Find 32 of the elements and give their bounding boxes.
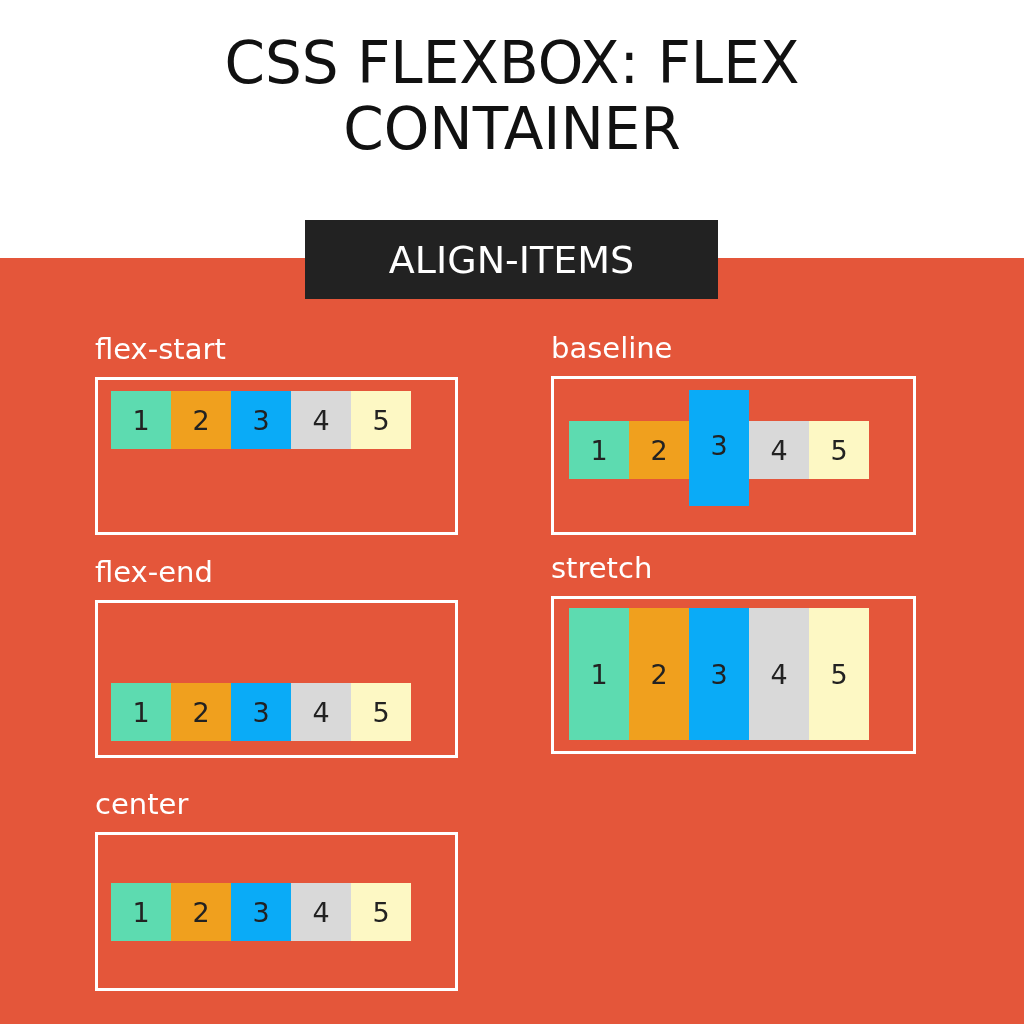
flex-item: 1 <box>111 883 171 941</box>
flex-item: 5 <box>351 683 411 741</box>
flex-item: 2 <box>171 391 231 449</box>
flex-item: 4 <box>291 391 351 449</box>
flex-item: 1 <box>569 421 629 479</box>
container-heading: center <box>95 786 189 822</box>
flex-item: 4 <box>749 608 809 740</box>
flex-item: 1 <box>111 683 171 741</box>
flex-item: 4 <box>291 683 351 741</box>
flex-item: 1 <box>111 391 171 449</box>
container-heading: stretch <box>551 550 653 586</box>
flex-item: 5 <box>351 391 411 449</box>
flex-item: 2 <box>629 421 689 479</box>
container-heading: flex-start <box>95 331 226 367</box>
flex-item: 2 <box>171 683 231 741</box>
flex-item: 2 <box>171 883 231 941</box>
flex-item: 3 <box>231 683 291 741</box>
flex-item: 3 <box>689 608 749 740</box>
flex-item: 5 <box>351 883 411 941</box>
heading-band: ALIGN-ITEMS <box>305 220 718 299</box>
flex-item: 3 <box>231 883 291 941</box>
flex-item: 1 <box>569 608 629 740</box>
container-heading: flex-end <box>95 554 213 590</box>
flex-item: 3 <box>689 390 749 506</box>
flex-item: 4 <box>749 421 809 479</box>
container-heading: baseline <box>551 330 673 366</box>
flex-item: 3 <box>231 391 291 449</box>
flex-item: 4 <box>291 883 351 941</box>
flex-item: 2 <box>629 608 689 740</box>
flex-item: 5 <box>809 608 869 740</box>
title: CSS FLEXBOX: FLEX CONTAINER <box>223 30 801 162</box>
flex-item: 5 <box>809 421 869 479</box>
